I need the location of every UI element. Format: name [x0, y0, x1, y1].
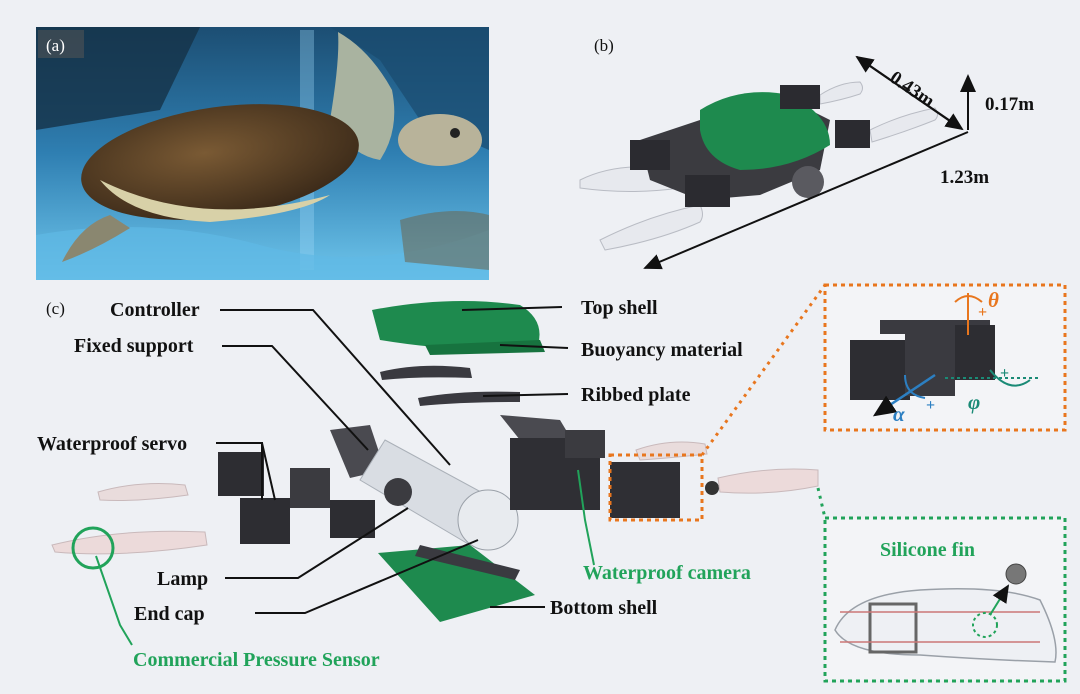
green-leader-lines — [95, 469, 595, 646]
label-commercial-pressure-sensor: Commercial Pressure Sensor — [133, 649, 380, 671]
label-end-cap: End cap — [134, 603, 205, 625]
label-controller: Controller — [110, 299, 200, 321]
joint-detail-inset — [608, 283, 1067, 522]
turtle-photo — [36, 27, 489, 280]
alpha-plus: + — [926, 397, 936, 414]
exploded-view — [51, 301, 819, 622]
label-top-shell: Top shell — [581, 297, 658, 319]
robot-assembled — [579, 81, 938, 251]
label-bottom-shell: Bottom shell — [550, 597, 658, 619]
dimension-arrows — [643, 55, 976, 270]
pressure-sensor-marker — [71, 526, 115, 570]
label-lamp: Lamp — [157, 568, 209, 590]
theta-plus: + — [978, 304, 988, 321]
label-waterproof-camera: Waterproof camera — [583, 562, 751, 584]
phi-label: φ — [968, 390, 981, 414]
height-dimension: 0.17m — [985, 94, 1035, 115]
fin-detail-inset — [816, 487, 1067, 683]
label-fixed-support: Fixed support — [74, 335, 194, 357]
theta-label: θ — [988, 288, 999, 312]
panel-b-label: (b) — [594, 36, 614, 55]
label-ribbed-plate: Ribbed plate — [581, 384, 691, 406]
label-buoyancy-material: Buoyancy material — [581, 339, 743, 361]
panel-c-label: (c) — [46, 299, 65, 318]
panel-a-label: (a) — [46, 36, 65, 55]
leader-lines — [216, 306, 569, 614]
label-silicone-fin: Silicone fin — [880, 539, 976, 561]
label-waterproof-servo: Waterproof servo — [37, 433, 188, 455]
alpha-label: α — [893, 402, 905, 426]
phi-plus: + — [1000, 365, 1010, 382]
length-dimension: 1.23m — [940, 167, 990, 188]
